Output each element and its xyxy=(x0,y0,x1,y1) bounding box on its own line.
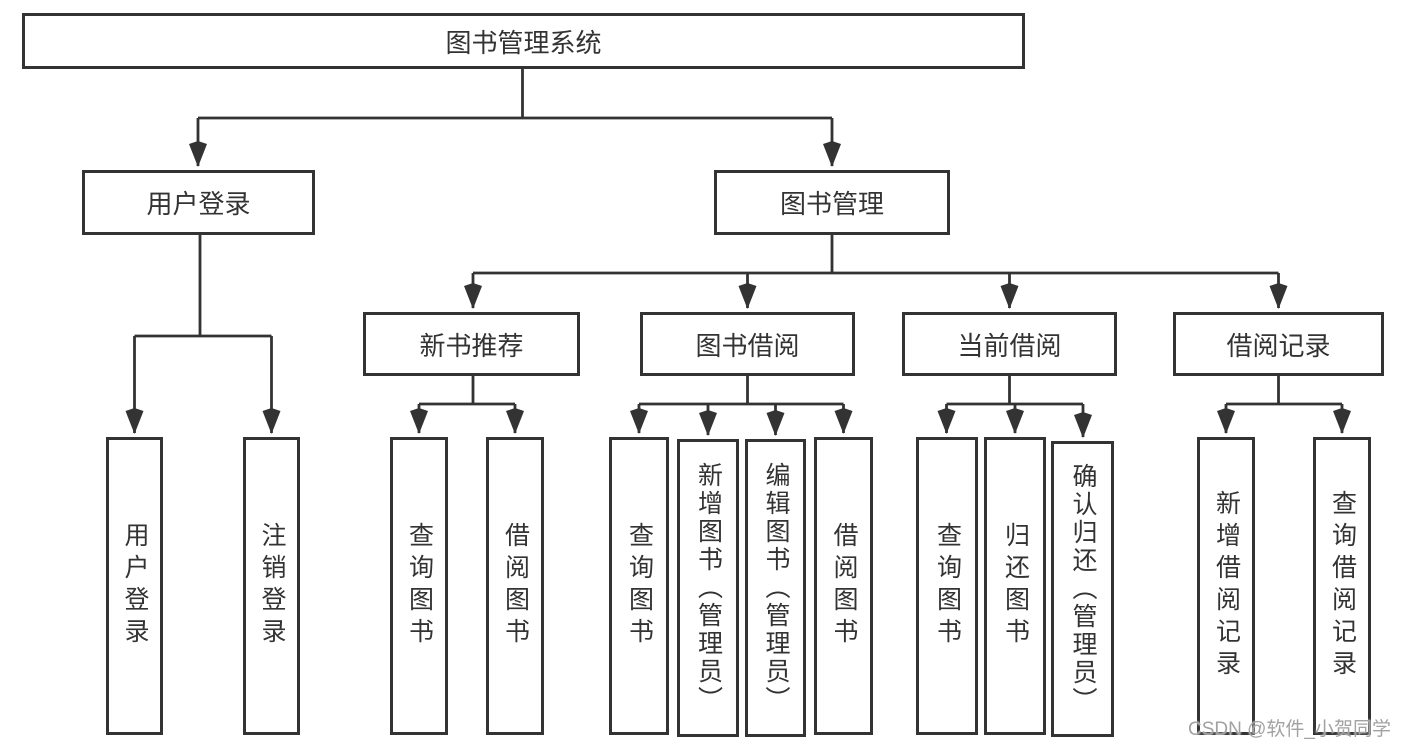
leaf-edit-book-admin: 编辑图书（管理员） xyxy=(745,439,806,737)
csdn-watermark: CSDN @软件_小贺同学 xyxy=(1188,719,1391,740)
node-library-system: 图书管理系统 xyxy=(22,13,1025,69)
connector-trunks xyxy=(134,69,1342,406)
leaf-query-books-current: 查询图书 xyxy=(916,437,978,735)
node-borrowing-records-label: 借阅记录 xyxy=(1226,330,1331,361)
node-new-book-recommend-label: 新书推荐 xyxy=(419,330,524,361)
leaf-logout-label: 注销登录 xyxy=(258,522,286,650)
node-book-borrowing-label: 图书借阅 xyxy=(695,330,800,361)
node-book-management: 图书管理 xyxy=(714,170,950,235)
leaf-user-login-label: 用户登录 xyxy=(121,522,149,650)
leaf-add-book-admin-label: 新增图书（管理员） xyxy=(694,462,723,714)
leaf-query-borrow-record: 查询借阅记录 xyxy=(1313,437,1371,735)
leaf-return-books: 归还图书 xyxy=(984,437,1046,735)
leaf-borrow-books-borrowing: 借阅图书 xyxy=(814,437,873,735)
node-user-login-label: 用户登录 xyxy=(146,189,251,219)
leaf-query-borrow-record-label: 查询借阅记录 xyxy=(1328,490,1357,682)
leaf-query-books-borrowing: 查询图书 xyxy=(609,437,669,735)
node-book-borrowing: 图书借阅 xyxy=(640,312,855,376)
node-library-system-label: 图书管理系统 xyxy=(445,27,602,58)
node-current-borrowing-label: 当前借阅 xyxy=(957,330,1062,361)
node-book-management-label: 图书管理 xyxy=(779,189,884,219)
leaf-add-borrow-record: 新增借阅记录 xyxy=(1197,437,1255,735)
leaf-borrow-books-borrowing-label: 借阅图书 xyxy=(830,522,858,650)
connector-arrows xyxy=(125,118,1351,438)
leaf-edit-book-admin-label: 编辑图书（管理员） xyxy=(762,462,790,714)
leaf-borrow-books-recommend: 借阅图书 xyxy=(486,437,544,735)
node-new-book-recommend: 新书推荐 xyxy=(363,312,580,376)
leaf-add-borrow-record-label: 新增借阅记录 xyxy=(1212,490,1241,682)
leaf-confirm-return-admin-label: 确认归还（管理员） xyxy=(1069,463,1097,715)
leaf-query-books-recommend: 查询图书 xyxy=(390,437,448,735)
node-user-login: 用户登录 xyxy=(82,170,315,235)
leaf-return-books-label: 归还图书 xyxy=(1001,522,1030,650)
node-current-borrowing: 当前借阅 xyxy=(902,312,1117,376)
leaf-user-login: 用户登录 xyxy=(106,437,163,735)
leaf-confirm-return-admin: 确认归还（管理员） xyxy=(1051,441,1114,737)
leaf-borrow-books-recommend-label: 借阅图书 xyxy=(501,522,530,650)
leaf-add-book-admin: 新增图书（管理员） xyxy=(677,439,739,737)
node-borrowing-records: 借阅记录 xyxy=(1173,312,1384,376)
leaf-query-books-current-label: 查询图书 xyxy=(933,522,962,650)
leaf-query-books-borrowing-label: 查询图书 xyxy=(625,522,654,650)
leaf-query-books-recommend-label: 查询图书 xyxy=(405,522,434,650)
leaf-logout: 注销登录 xyxy=(243,437,300,735)
